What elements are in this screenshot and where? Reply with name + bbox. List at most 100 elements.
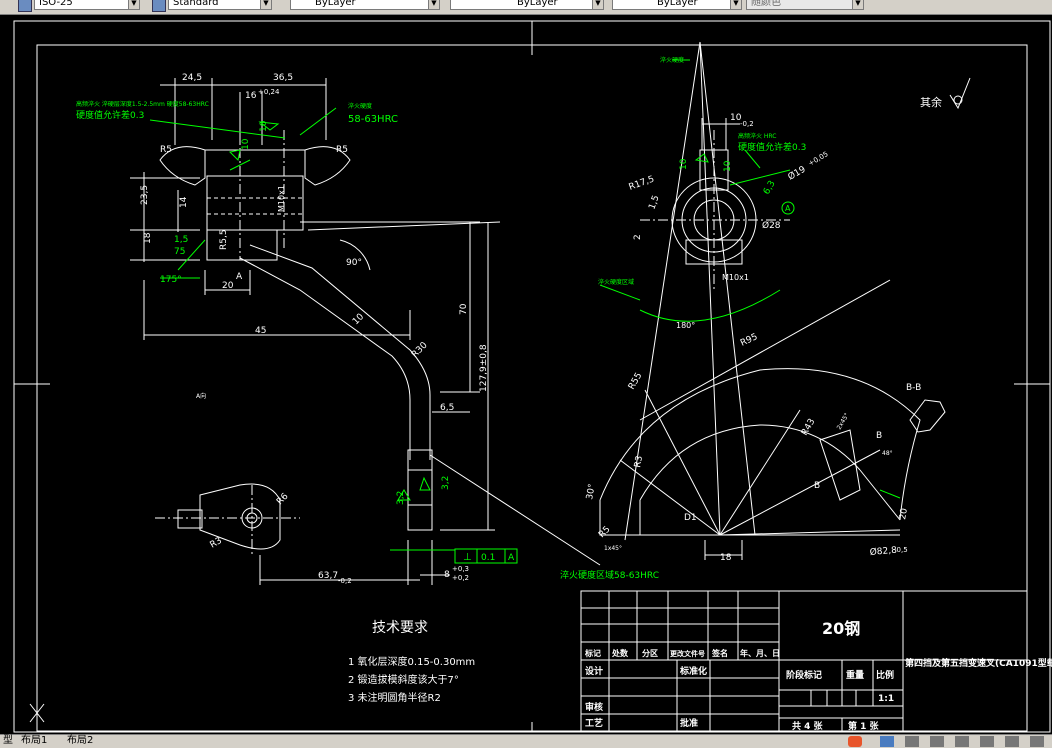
dim-180: 180°: [676, 321, 695, 330]
note-top: 淬火硬度: [660, 56, 684, 64]
dim-r55: R55: [627, 371, 645, 391]
chevron-down-icon[interactable]: ▼: [730, 0, 741, 9]
textstyle-select[interactable]: Standard ▼: [168, 0, 272, 10]
tray-icon-5[interactable]: [980, 736, 994, 747]
chevron-down-icon[interactable]: ▼: [428, 0, 439, 9]
label-review: 审核: [585, 701, 603, 713]
ime-icon[interactable]: [848, 736, 862, 747]
view-a-label: A向: [196, 392, 206, 400]
layer-select[interactable]: ByLayer ▼: [290, 0, 440, 10]
chevron-down-icon[interactable]: ▼: [852, 0, 863, 9]
hdr-date: 年、月、日: [740, 648, 780, 658]
chevron-down-icon[interactable]: ▼: [592, 0, 603, 9]
section-b-b: B-B: [906, 383, 921, 393]
tech-item-3: 3 未注明圆角半径R2: [348, 691, 441, 704]
dim-8-tol-dn: +0,2: [452, 574, 469, 582]
tray-icon-2[interactable]: [905, 736, 919, 747]
dimstyle-select[interactable]: ISO-25 ▼: [34, 0, 140, 10]
dim-r43: R43: [800, 417, 818, 437]
label-weight: 重量: [846, 669, 864, 681]
note-tolerance-right: 硬度值允许差0.3: [738, 141, 806, 153]
dim-d28: Ø28: [762, 220, 781, 231]
note-curve: 淬火硬度区域: [598, 278, 634, 286]
dim-24-5: 24,5: [182, 73, 202, 83]
lineweight-select[interactable]: ByLayer ▼: [612, 0, 742, 10]
drawing-canvas[interactable]: 24,5 36,5 16 +0,24 R5 R5 23,5 14 18 M10x…: [0, 14, 1052, 734]
sheet-number: 第 1 张: [848, 720, 880, 732]
tol-value: 0.1: [481, 553, 495, 563]
dim-36-5: 36,5: [273, 73, 293, 83]
dim-d82: Ø82,8: [869, 545, 897, 558]
tray-icon-4[interactable]: [955, 736, 969, 747]
tab-layout1[interactable]: 布局1: [21, 735, 48, 746]
dim-10: 10: [730, 113, 742, 123]
note-tolerance-left: 硬度值允许差0.3: [76, 109, 144, 121]
tray-icon-7[interactable]: [1030, 736, 1044, 747]
chevron-down-icon[interactable]: ▼: [260, 0, 271, 9]
textstyle-icon[interactable]: [152, 0, 166, 12]
datum-a: A: [785, 204, 791, 213]
tray-icon-3[interactable]: [930, 736, 944, 747]
note-bottom: 淬火硬度区域58-63HRC: [560, 569, 659, 581]
label-d1: D1: [684, 513, 697, 523]
tray-icon-6[interactable]: [1005, 736, 1019, 747]
dim-70: 70: [459, 303, 469, 315]
dim-10a: 10: [241, 138, 251, 150]
dim-r30: R30: [410, 340, 430, 360]
dim-10c: 10: [723, 160, 733, 172]
dim-90: 90°: [346, 258, 362, 268]
dim-10: 10: [351, 312, 366, 327]
left-view: 24,5 36,5 16 +0,24 R5 R5 23,5 14 18 M10x…: [76, 73, 601, 585]
dim-10-tol: -0,2: [740, 120, 754, 128]
tol-symbol: ⊥: [463, 552, 472, 563]
layer-value: ByLayer: [315, 0, 356, 8]
right-view: 10 -0,2 R17,5 1,5 2 Ø28 Ø19 +0,05 M10x1 …: [560, 41, 971, 581]
dim-3-2b: 3,2: [441, 476, 451, 490]
properties-toolbar: ISO-25 ▼ Standard ▼ ByLayer ▼ ByLayer ▼ …: [0, 0, 1052, 15]
part-name: 第四挡及第五挡变速叉(CA1091型载货汽车): [905, 657, 1052, 669]
dim-18: 18: [720, 553, 732, 563]
note-hardness-label: 淬火硬度: [348, 102, 372, 110]
tech-title: 技术要求: [372, 620, 428, 636]
dim-r3: R3: [633, 455, 645, 469]
dim-3-2a: 3,2: [396, 491, 406, 505]
dim-r5-right: R5: [336, 145, 348, 155]
textstyle-value: Standard: [173, 0, 219, 8]
dim-6-5: 6,5: [440, 403, 454, 413]
linetype-select[interactable]: ByLayer ▼: [450, 0, 604, 10]
tech-item-2: 2 锻造拔模斜度该大于7°: [348, 673, 459, 686]
dim-r95: R95: [739, 332, 759, 349]
label-process: 工艺: [585, 717, 603, 729]
dim-1x45: 1x45°: [604, 545, 622, 552]
dim-d19-tol: +0,05: [807, 150, 830, 168]
label-stage: 阶段标记: [786, 669, 822, 681]
dim-10b: 10: [259, 120, 269, 132]
dim-r17-5: R17,5: [628, 174, 656, 192]
sheet-count: 共 4 张: [792, 720, 824, 732]
dim-127: 127,9±0,8: [479, 344, 489, 392]
tray-icon-1[interactable]: [880, 736, 894, 747]
lineweight-value: ByLayer: [657, 0, 698, 8]
dim-8: 8: [444, 570, 450, 580]
dim-45: 45: [255, 326, 266, 336]
tab-model[interactable]: 型: [3, 735, 13, 746]
chevron-down-icon[interactable]: ▼: [128, 0, 139, 9]
label-b-top: B: [876, 431, 882, 441]
dim-48: 48°: [882, 450, 893, 457]
dim-63-7-tol: -0,2: [338, 577, 352, 585]
tol-ref: A: [508, 553, 515, 563]
tab-layout2[interactable]: 布局2: [67, 735, 94, 746]
dim-d82-tol: -0,5: [894, 546, 908, 554]
note-harden-left: 高频淬火 淬硬层深度1.5-2.5mm 硬度58-63HRC: [76, 100, 209, 108]
dim-1-5: 1,5: [174, 235, 188, 245]
dimstyle-icon[interactable]: [18, 0, 32, 12]
dim-d19: Ø19: [786, 164, 808, 183]
note-other: 其余: [920, 95, 942, 109]
label-a: A: [236, 272, 243, 282]
label-approve: 批准: [680, 717, 698, 729]
plotstyle-select[interactable]: 随颜色 ▼: [746, 0, 864, 10]
dim-16-tol: +0,24: [258, 88, 280, 96]
dimstyle-value: ISO-25: [39, 0, 73, 8]
tech-item-1: 1 氧化层深度0.15-0.30mm: [348, 655, 475, 668]
dim-2: 2: [633, 234, 643, 240]
